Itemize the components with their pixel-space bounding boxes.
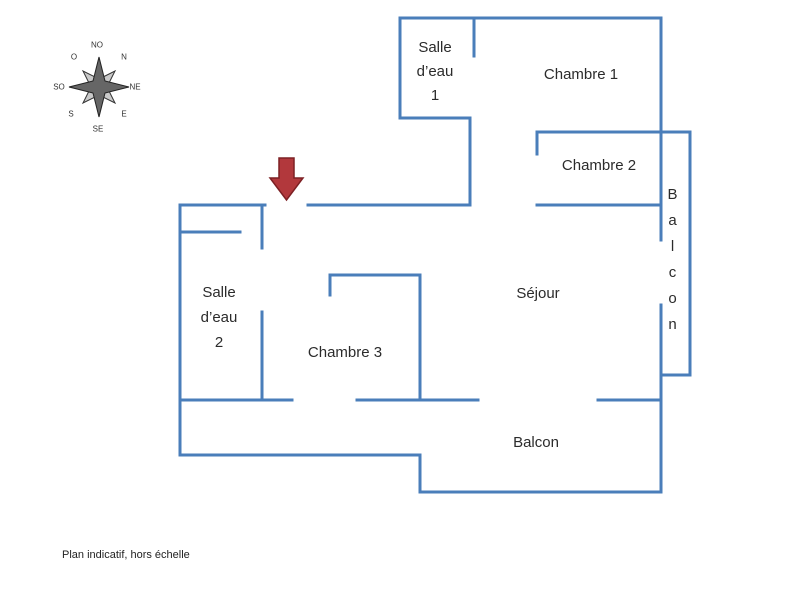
entrance-arrow-icon bbox=[268, 157, 305, 202]
compass-star-main bbox=[68, 56, 130, 118]
compass-label-n: N bbox=[121, 52, 127, 62]
compass-label-e: E bbox=[121, 109, 127, 119]
room-label-salle-deau-2: Salle d’eau 2 bbox=[200, 284, 238, 351]
compass-label-se: SE bbox=[92, 124, 104, 134]
compass-label-ne: NE bbox=[129, 82, 141, 92]
compass-label-o: O bbox=[70, 52, 78, 62]
compass-label-s: S bbox=[68, 109, 74, 119]
room-label-chambre-3: Chambre 3 bbox=[307, 344, 383, 361]
room-label-chambre-1: Chambre 1 bbox=[543, 66, 619, 83]
room-label-balcon-bottom: Balcon bbox=[513, 434, 559, 451]
room-label-salle-deau-1: Salle d’eau 1 bbox=[416, 39, 454, 104]
floorplan-walls bbox=[178, 16, 692, 494]
plan-scale-note: Plan indicatif, hors échelle bbox=[62, 549, 190, 561]
compass-label-so: SO bbox=[53, 82, 65, 92]
compass-label-no: NO bbox=[91, 40, 103, 50]
compass-rose-icon bbox=[68, 56, 130, 118]
room-label-chambre-2: Chambre 2 bbox=[561, 157, 637, 174]
room-label-sejour: Séjour bbox=[516, 285, 560, 302]
room-label-balcon-right: Balcon bbox=[664, 186, 681, 342]
